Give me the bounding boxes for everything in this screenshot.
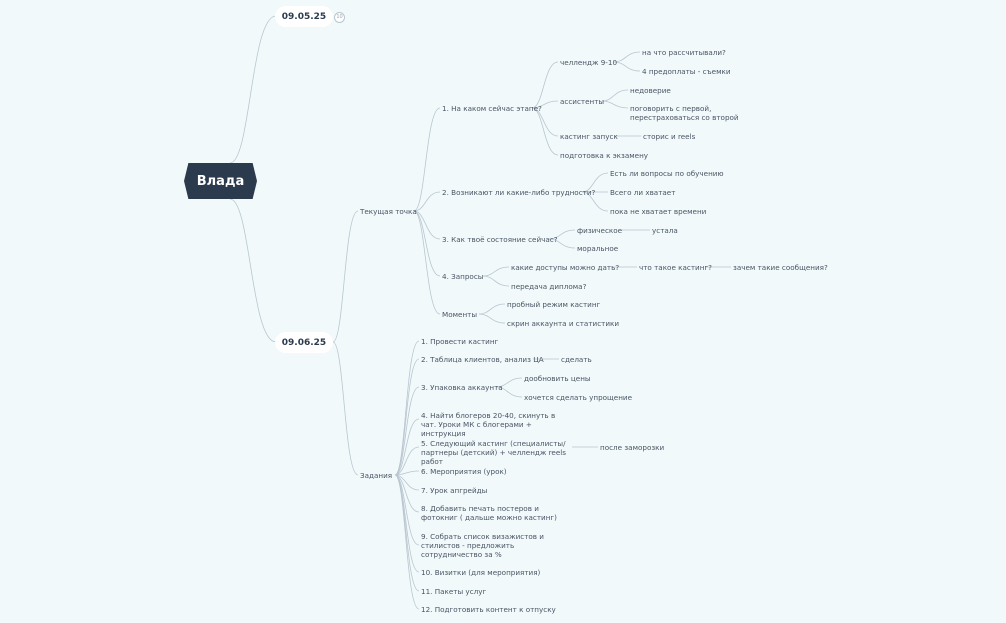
link-q1-child-4 bbox=[531, 107, 559, 156]
link-root-top-date bbox=[229, 15, 277, 164]
task-8[interactable]: 8. Добавить печать постеров и фотокниг (… bbox=[421, 504, 557, 522]
topic-q2-item-3[interactable]: пока не хватает времени bbox=[610, 207, 707, 216]
topic-assistants-item-1[interactable]: недоверие bbox=[630, 86, 671, 95]
task-12[interactable]: 12. Подготовить контент к отпуску bbox=[421, 605, 556, 614]
topic-assistants[interactable]: ассистенты bbox=[560, 97, 605, 106]
link-q1-child-2 bbox=[531, 100, 559, 109]
link-task-7 bbox=[394, 474, 420, 491]
link-current-child-4 bbox=[413, 210, 441, 277]
topic-tired[interactable]: устала bbox=[652, 226, 678, 235]
task-3-item-1[interactable]: дообновить цены bbox=[524, 374, 591, 383]
link-q2-child-3 bbox=[581, 191, 609, 212]
link-q1-child-1 bbox=[531, 61, 559, 109]
topic-physical[interactable]: физическое bbox=[577, 226, 623, 235]
link-task-9 bbox=[394, 474, 420, 546]
link-task-5 bbox=[394, 446, 420, 476]
topic-moments-item-2[interactable]: скрин аккаунта и статистики bbox=[507, 319, 620, 328]
topic-q2-item-2[interactable]: Всего ли хватает bbox=[610, 188, 676, 197]
root-label: Влада bbox=[196, 173, 245, 189]
topic-what-casting[interactable]: что такое кастинг? bbox=[639, 263, 712, 272]
link-q4-child-1 bbox=[482, 266, 510, 277]
topic-assistants-item-2[interactable]: поговорить с первой, перестраховаться со… bbox=[630, 104, 739, 122]
link-current-child-2 bbox=[413, 191, 441, 212]
link-q2-child-1 bbox=[581, 172, 609, 193]
topic-moments-item-1[interactable]: пробный режим кастинг bbox=[507, 300, 601, 309]
topic-tasks[interactable]: Задания bbox=[360, 471, 393, 480]
topic-why-messages[interactable]: зачем такие сообщения? bbox=[733, 263, 828, 272]
link-moments-child-1 bbox=[478, 303, 506, 315]
link-task-1 bbox=[394, 340, 420, 476]
link-q3-child-1 bbox=[548, 229, 576, 240]
date-node-main[interactable]: 09.06.25 bbox=[275, 332, 333, 353]
date-node-top[interactable]: 09.05.25 bbox=[275, 6, 333, 27]
topic-moments[interactable]: Моменты bbox=[442, 310, 478, 319]
link-current-child-1 bbox=[413, 107, 441, 212]
task-5[interactable]: 5. Следующий кастинг (специалисты/ партн… bbox=[421, 439, 566, 466]
topic-exam-prep[interactable]: подготовка к экзамену bbox=[560, 151, 649, 160]
link-assistants-child-2 bbox=[601, 100, 629, 109]
topic-q2[interactable]: 2. Возникают ли какие-либо трудности? bbox=[442, 188, 596, 197]
task-7[interactable]: 7. Урок апгрейды bbox=[421, 486, 488, 495]
topic-q3[interactable]: 3. Как твоё состояние сейчас? bbox=[442, 235, 558, 244]
link-challenge-child-2 bbox=[613, 61, 641, 72]
link-challenge-child-1 bbox=[613, 51, 641, 63]
link-root-main-date bbox=[229, 198, 277, 343]
task-2[interactable]: 2. Таблица клиентов, анализ ЦА bbox=[421, 355, 544, 364]
link-assistants-child-1 bbox=[601, 89, 629, 102]
task-2-item[interactable]: сделать bbox=[561, 355, 592, 364]
topic-challenge-item-2[interactable]: 4 предоплаты - съемки bbox=[642, 67, 731, 76]
topic-challenge[interactable]: челлендж 9-10 bbox=[560, 58, 618, 67]
task-4[interactable]: 4. Найти блогеров 20-40, скинуть в чат. … bbox=[421, 411, 556, 438]
link-task-3 bbox=[394, 386, 420, 476]
link-date-current bbox=[332, 210, 359, 343]
topic-access[interactable]: какие доступы можно дать? bbox=[511, 263, 620, 272]
task-3-item-2[interactable]: хочется сделать упрощение bbox=[524, 393, 633, 402]
link-task-3-child-2 bbox=[495, 386, 523, 398]
task-3[interactable]: 3. Упаковка аккаунта bbox=[421, 383, 503, 392]
collapsed-count-badge[interactable]: 10 bbox=[334, 12, 345, 23]
link-moments-child-2 bbox=[478, 313, 506, 324]
link-task-3-child-1 bbox=[495, 377, 523, 388]
task-11[interactable]: 11. Пакеты услуг bbox=[421, 587, 487, 596]
task-5-item[interactable]: после заморозки bbox=[600, 443, 665, 452]
topic-q2-item-1[interactable]: Есть ли вопросы по обучению bbox=[610, 169, 724, 178]
link-task-12 bbox=[394, 474, 420, 610]
link-q4-child-2 bbox=[482, 275, 510, 287]
link-date-tasks bbox=[332, 341, 359, 476]
topic-casting-stories[interactable]: сторис и reels bbox=[643, 132, 696, 141]
topic-diploma[interactable]: передача диплома? bbox=[511, 282, 587, 291]
topic-moral[interactable]: моральное bbox=[577, 244, 619, 253]
topic-challenge-item-1[interactable]: на что рассчитывали? bbox=[642, 48, 726, 57]
link-q3-child-2 bbox=[548, 238, 576, 249]
task-1[interactable]: 1. Провести кастинг bbox=[421, 337, 499, 346]
task-9[interactable]: 9. Собрать список визажистов и стилистов… bbox=[421, 532, 544, 559]
topic-casting-launch[interactable]: кастинг запуск bbox=[560, 132, 618, 141]
task-10[interactable]: 10. Визитки (для мероприятия) bbox=[421, 568, 541, 577]
date-node-main-label: 09.06.25 bbox=[281, 337, 327, 348]
root-node[interactable]: Влада bbox=[184, 163, 257, 199]
date-node-top-label: 09.05.25 bbox=[281, 11, 327, 22]
link-task-4 bbox=[394, 418, 420, 476]
link-current-child-5 bbox=[413, 210, 441, 315]
link-task-2 bbox=[394, 358, 420, 476]
topic-q4[interactable]: 4. Запросы bbox=[442, 272, 484, 281]
topic-q1[interactable]: 1. На каком сейчас этапе? bbox=[442, 104, 542, 113]
topic-current-point[interactable]: Текущая точка bbox=[360, 207, 417, 216]
task-6[interactable]: 6. Мероприятия (урок) bbox=[421, 467, 507, 476]
